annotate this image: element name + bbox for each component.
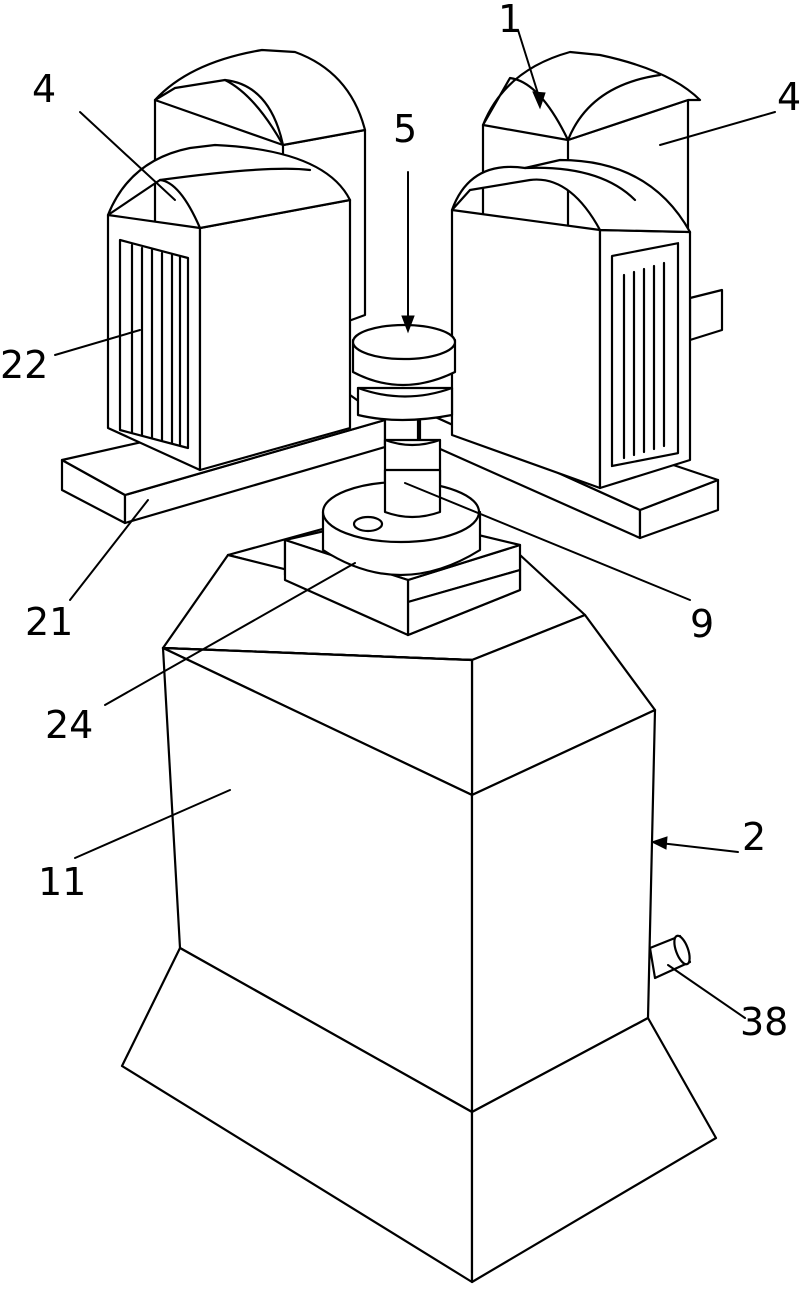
label-9: 9 [690,602,714,646]
label-4-right: 4 [777,75,801,119]
label-2: 2 [742,815,766,859]
label-11: 11 [38,860,86,904]
label-38: 38 [740,1000,788,1044]
label-22: 22 [0,343,48,387]
label-21: 21 [25,600,73,644]
label-24: 24 [45,703,93,747]
label-4-left: 4 [32,67,56,111]
front-left-motor [108,145,350,470]
flange [323,470,480,575]
label-1: 1 [498,0,522,41]
label-5: 5 [393,107,417,151]
outlet-pipe [650,934,693,978]
